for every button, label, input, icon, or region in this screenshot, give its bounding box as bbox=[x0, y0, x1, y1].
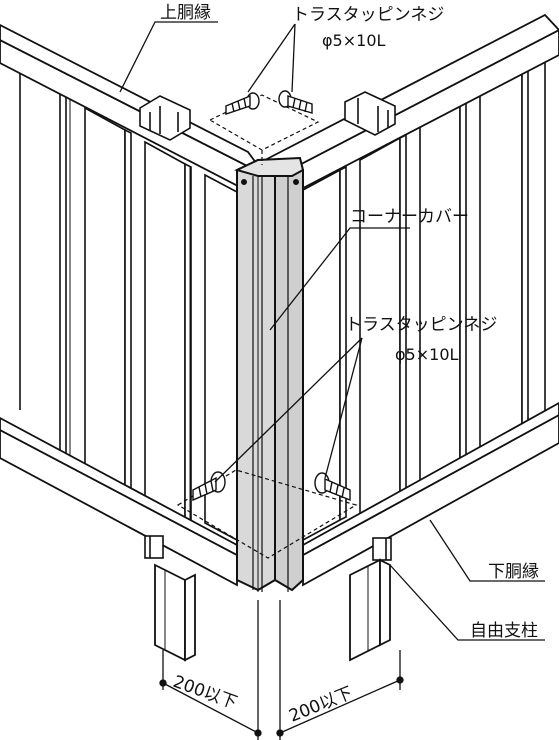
label-dim-left: 200以下 bbox=[170, 672, 239, 714]
lower-rail-brackets bbox=[144, 535, 392, 561]
screw-top-right-icon bbox=[278, 90, 313, 114]
label-dim-right: 200以下 bbox=[286, 683, 355, 726]
free-posts bbox=[154, 558, 391, 662]
leader-lines bbox=[119, 21, 545, 641]
screw-top-left-icon bbox=[225, 92, 260, 115]
label-free-post: 自由支柱 bbox=[470, 621, 538, 641]
corner-cover bbox=[234, 156, 305, 592]
label-corner-cover: コーナーカバー bbox=[350, 207, 469, 227]
label-lower-rail: 下胴縁 bbox=[488, 562, 539, 582]
label-screw-top-spec: φ5×10L bbox=[322, 31, 386, 50]
label-upper-rail: 上胴縁 bbox=[160, 3, 211, 23]
label-screw-top-name: トラスタッピンネジ bbox=[292, 5, 444, 25]
screw-mid-left-icon bbox=[192, 471, 226, 502]
label-screw-mid-spec: φ5×10L bbox=[395, 345, 459, 364]
right-panel-slats bbox=[302, 55, 546, 542]
label-screw-mid-name: トラスタッピンネジ bbox=[345, 315, 497, 335]
upper-rail-brackets bbox=[139, 91, 396, 141]
dimension-lines bbox=[159, 600, 404, 740]
